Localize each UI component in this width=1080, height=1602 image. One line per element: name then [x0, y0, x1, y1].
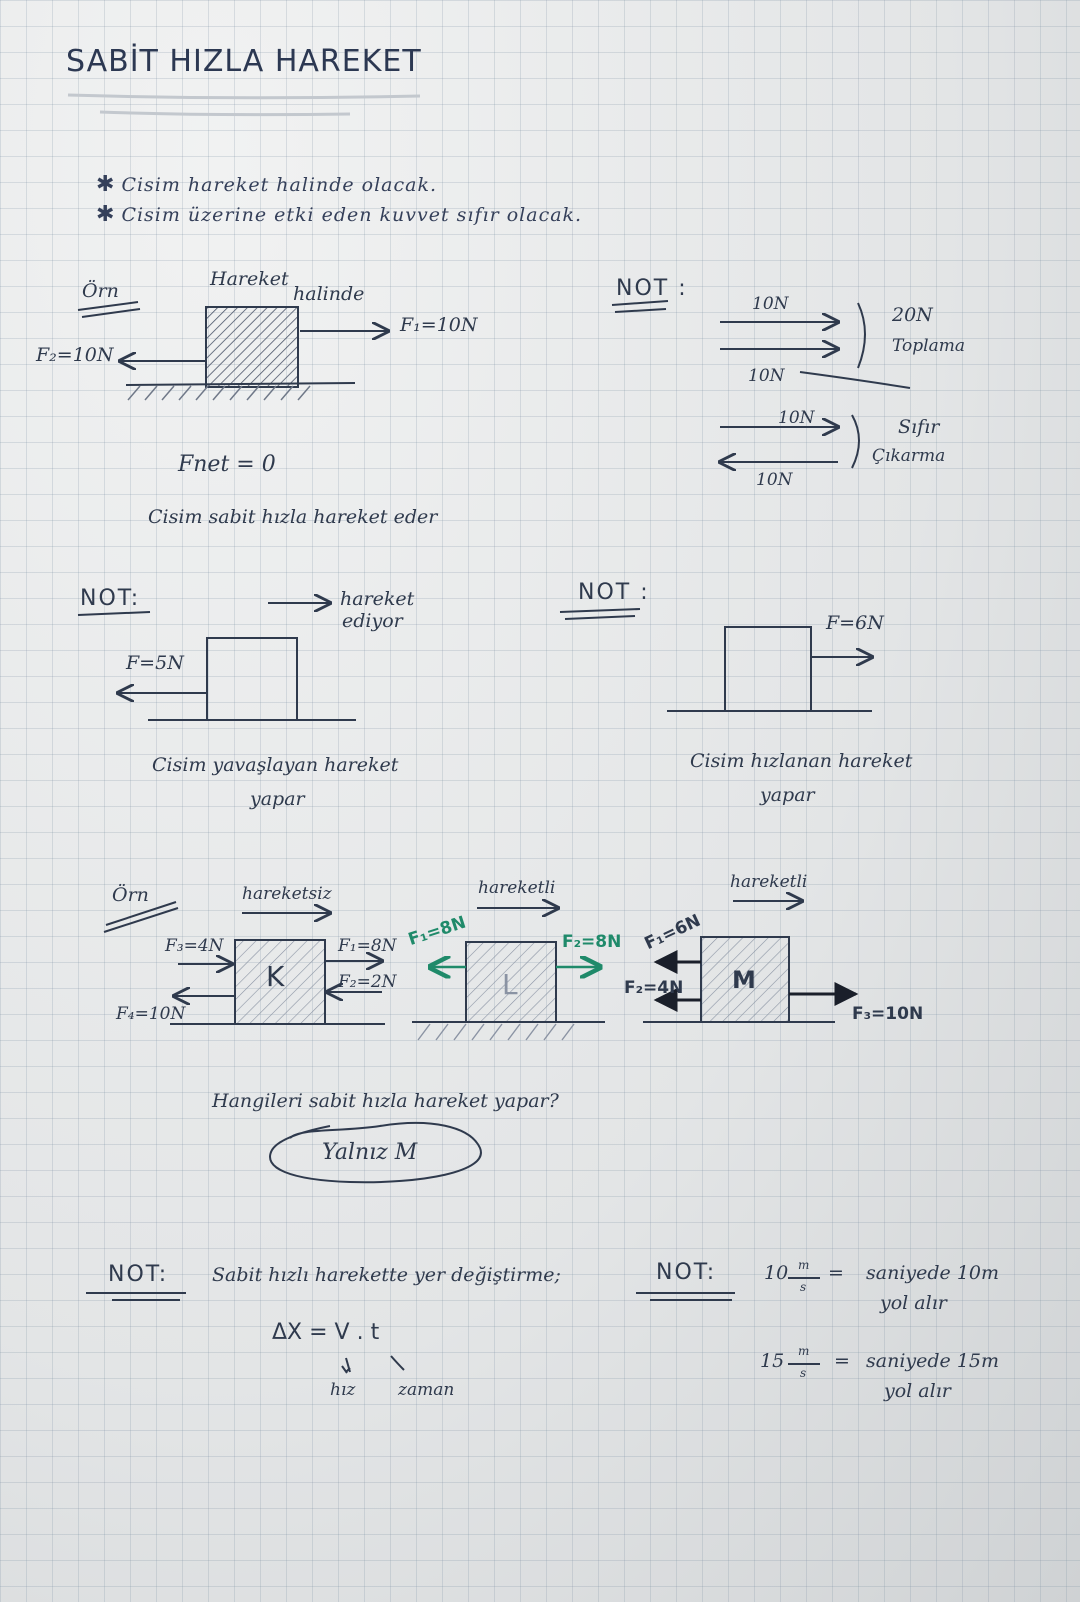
m-state: hareketli — [730, 872, 808, 892]
example1-caption: Cisim sabit hızla hareket eder — [148, 506, 438, 528]
note1-sub-label: Çıkarma — [872, 446, 946, 466]
example1-top-label: Hareket — [210, 268, 289, 290]
asterisk-icon: ✱ — [96, 202, 116, 227]
note5-l1-unit-num: m — [798, 1258, 810, 1272]
note4-formula: ΔX = V . t — [272, 1320, 380, 1345]
note3-diagram — [559, 608, 872, 712]
note2-label: NOT: — [80, 586, 141, 611]
note1-zero: Sıfır — [898, 416, 940, 438]
asterisk-icon: ✱ — [96, 172, 116, 197]
example2-diagram — [103, 901, 835, 1184]
l-state: hareketli — [478, 878, 556, 898]
note1-sum: 20N — [892, 304, 933, 326]
k-force-f3: F₃=4N — [165, 936, 224, 956]
k-force-f4: F₄=10N — [116, 1004, 186, 1024]
note1-force-2: 10N — [748, 366, 785, 386]
note5-l2-unit-num: m — [798, 1344, 810, 1358]
note5-l1-text-2: yol alır — [880, 1292, 947, 1314]
note4-label: NOT: — [108, 1262, 169, 1287]
note3-caption-1: Cisim hızlanan hareket — [690, 750, 913, 772]
note5-l2-text-1: saniyede 15m — [866, 1350, 1000, 1372]
note4-t-label: zaman — [398, 1380, 455, 1400]
note1-force-1: 10N — [752, 294, 789, 314]
note4-v-label: hız — [330, 1380, 356, 1400]
block-m-letter: M — [732, 966, 756, 994]
example1-label: Örn — [82, 280, 119, 302]
note5-l2-unit-den: s — [800, 1366, 807, 1380]
note2-moving-1: hareket — [340, 588, 415, 610]
bullet-item: ✱Cisim hareket halinde olacak. — [96, 172, 438, 197]
m-force-f2: F₂=4N — [624, 978, 684, 998]
note1-force-4: 10N — [756, 470, 793, 490]
page-title: SABİT HIZLA HAREKET — [66, 44, 422, 79]
bottom-notes-underlines — [86, 1277, 820, 1374]
example1-force-f2: F₂=10N — [36, 344, 114, 366]
example1-fnet: Fnet = 0 — [178, 452, 276, 477]
note5-l1-value: 10 — [764, 1262, 789, 1284]
l-force-right: F₂=8N — [562, 932, 622, 952]
note2-caption-1: Cisim yavaşlayan hareket — [152, 754, 399, 776]
note2-diagram — [77, 603, 356, 721]
note5-l2-value: 15 — [760, 1350, 785, 1372]
note3-caption-2: yapar — [760, 784, 815, 806]
note1-diagram — [611, 300, 911, 468]
bullet-item: ✱Cisim üzerine etki eden kuvvet sıfır ol… — [96, 202, 583, 227]
note3-force: F=6N — [826, 612, 884, 634]
note5-l2-text-2: yol alır — [884, 1380, 951, 1402]
note2-moving-2: ediyor — [342, 610, 403, 632]
example1-top-label-2: halinde — [293, 283, 365, 305]
note1-sum-label: Toplama — [892, 336, 965, 356]
note2-force: F=5N — [126, 652, 184, 674]
note4-text: Sabit hızlı harekette yer değiştirme; — [212, 1264, 561, 1286]
example2-question: Hangileri sabit hızla hareket yapar? — [212, 1090, 559, 1112]
note2-caption-2: yapar — [250, 788, 305, 810]
note5-label: NOT: — [656, 1260, 717, 1285]
note1-label: NOT : — [616, 276, 688, 301]
note5-l1-unit-den: s — [800, 1280, 807, 1294]
example2-answer: Yalnız M — [322, 1140, 418, 1165]
block-l-letter: L — [502, 968, 518, 1001]
example2-m-arrows — [653, 950, 859, 1012]
example1-force-f1: F₁=10N — [400, 314, 478, 336]
note5-l1-text-1: saniyede 10m — [866, 1262, 1000, 1284]
note1-force-3: 10N — [778, 408, 815, 428]
k-state: hareketsiz — [242, 884, 332, 904]
k-force-f1: F₁=8N — [338, 936, 397, 956]
example2-label: Örn — [112, 884, 149, 906]
title-underline — [67, 93, 421, 117]
k-force-f2: F₂=2N — [338, 972, 397, 992]
block-k-letter: K — [266, 960, 285, 993]
example1-diagram — [77, 301, 388, 401]
note3-label: NOT : — [578, 580, 650, 605]
m-force-f3: F₃=10N — [852, 1004, 924, 1024]
